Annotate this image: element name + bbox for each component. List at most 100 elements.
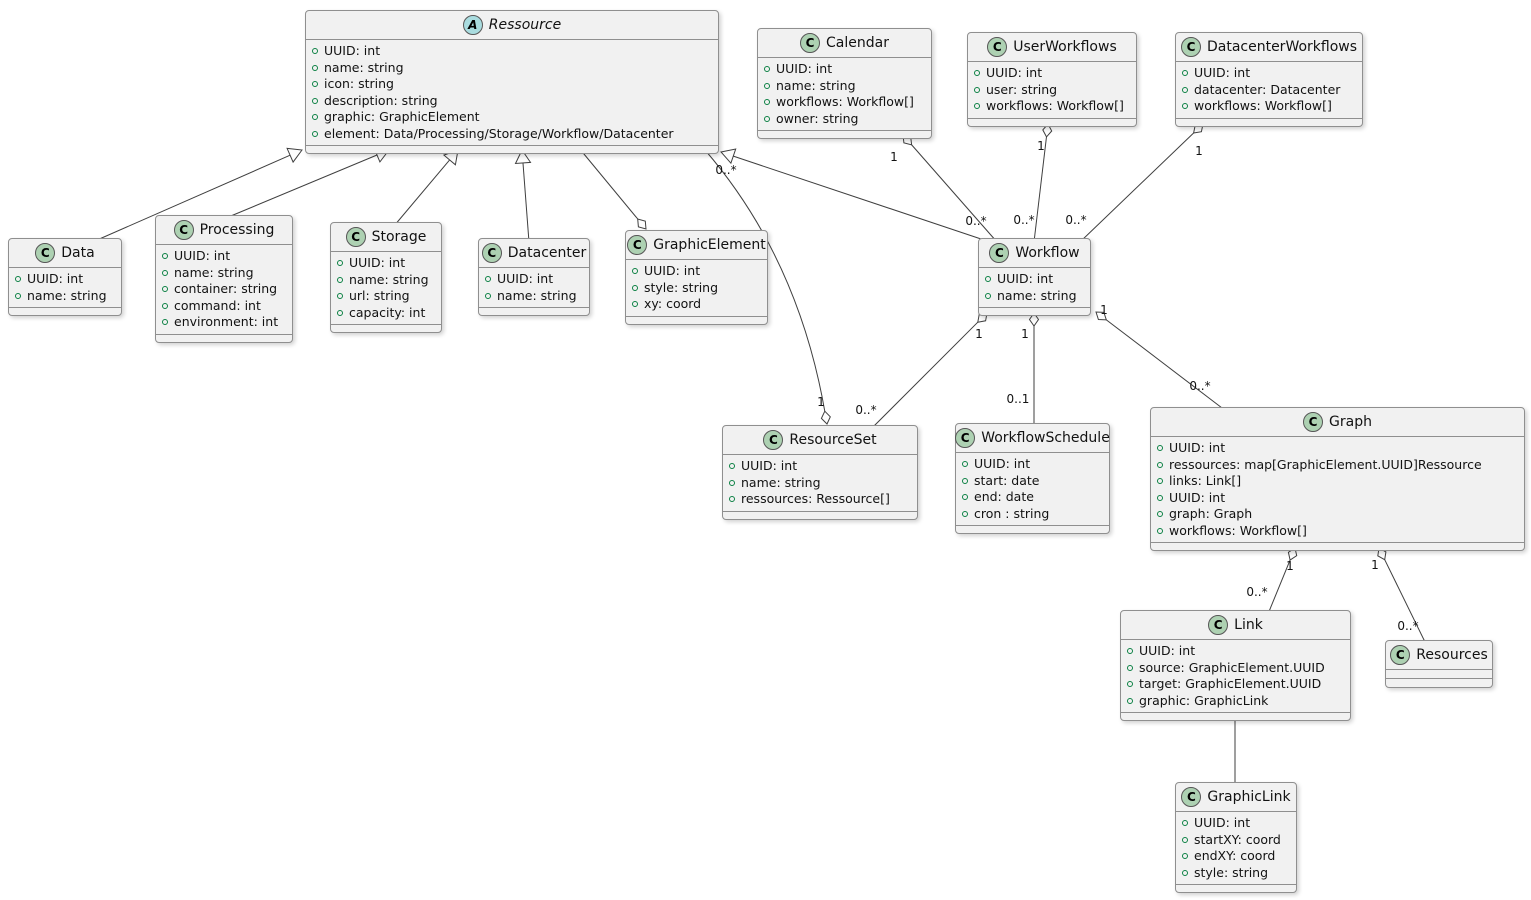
attribute-row: style: string xyxy=(1182,865,1288,882)
attribute-row: container: string xyxy=(162,281,284,298)
class-name: UserWorkflows xyxy=(1013,39,1117,55)
class-name: Ressource xyxy=(488,17,562,33)
class-icon: C xyxy=(987,37,1008,57)
empty-methods-compartment xyxy=(979,307,1090,315)
empty-methods-compartment xyxy=(626,315,767,324)
attribute-text: name: string xyxy=(324,59,404,75)
attribute-text: name: string xyxy=(997,287,1077,303)
empty-methods-compartment xyxy=(1176,117,1362,126)
attribute-row: name: string xyxy=(729,475,909,492)
attribute-text: start: date xyxy=(974,472,1040,488)
attribute-text: UUID: int xyxy=(1169,440,1226,455)
class-icon: C xyxy=(763,430,784,450)
attribute-text: UUID: int xyxy=(776,61,833,76)
empty-methods-compartment xyxy=(1151,542,1524,550)
attribute-row: UUID: int xyxy=(985,271,1082,288)
attribute-row: end: date xyxy=(962,489,1101,506)
attribute-row: target: GraphicElement.UUID xyxy=(1127,676,1342,693)
multiplicity-label: 1 xyxy=(1100,303,1108,317)
attribute-text: graphic: GraphicLink xyxy=(1139,692,1269,708)
field-visibility-icon xyxy=(162,302,168,309)
empty-methods-compartment xyxy=(723,510,917,519)
attribute-row: workflows: Workflow[] xyxy=(1157,523,1516,540)
class-title-resource-set: C ResourceSet xyxy=(723,426,917,455)
field-visibility-icon xyxy=(985,292,991,299)
attribute-row: UUID: int xyxy=(729,458,909,475)
class-icon: C xyxy=(1390,645,1411,665)
multiplicity-label: 1 xyxy=(1021,327,1029,341)
multiplicity-label: 0..1 xyxy=(1007,392,1030,406)
attribute-text: UUID: int xyxy=(497,271,554,286)
class-name: Data xyxy=(61,245,95,261)
class-icon: C xyxy=(35,243,56,263)
field-visibility-icon xyxy=(974,70,980,77)
attribute-row: capacity: int xyxy=(337,305,433,322)
field-visibility-icon xyxy=(1127,648,1133,655)
attribute-row: UUID: int xyxy=(1127,643,1342,660)
field-visibility-icon xyxy=(632,268,638,275)
class-name: Datacenter xyxy=(507,245,587,261)
class-icon: C xyxy=(627,235,648,255)
attribute-row: UUID: int xyxy=(1182,65,1354,82)
edge-storage-to-ressource xyxy=(393,149,459,227)
attribute-text: UUID: int xyxy=(644,263,701,278)
class-icon: C xyxy=(1181,787,1202,807)
field-visibility-icon xyxy=(962,510,968,517)
field-visibility-icon xyxy=(312,48,318,55)
multiplicity-label: 1 xyxy=(1037,139,1045,153)
attribute-row: datacenter: Datacenter xyxy=(1182,82,1354,99)
attribute-text: name: string xyxy=(497,287,577,303)
field-visibility-icon xyxy=(962,477,968,484)
attribute-text: description: string xyxy=(324,92,438,108)
attribute-row: UUID: int xyxy=(1157,490,1516,507)
attribute-text: graph: Graph xyxy=(1169,506,1253,521)
field-visibility-icon xyxy=(162,269,168,276)
attribute-row: command: int xyxy=(162,298,284,315)
attribute-text: name: string xyxy=(174,264,254,280)
class-title-data: C Data xyxy=(9,239,121,268)
field-visibility-icon xyxy=(1157,494,1163,501)
attribute-row: source: GraphicElement.UUID xyxy=(1127,660,1342,677)
multiplicity-label: 0..* xyxy=(1397,619,1418,633)
generalization-arrowhead xyxy=(514,149,532,165)
field-visibility-icon xyxy=(1157,527,1163,534)
field-visibility-icon xyxy=(162,319,168,326)
attribute-row: links: Link[] xyxy=(1157,473,1516,490)
edge-userworkflows-workflow: 10..* xyxy=(1013,123,1053,243)
attribute-row: graphic: GraphicElement xyxy=(312,109,710,126)
edge-line xyxy=(1079,132,1194,243)
attribute-text: url: string xyxy=(349,288,410,303)
field-visibility-icon xyxy=(337,293,343,300)
field-visibility-icon xyxy=(312,97,318,104)
attribute-row: UUID: int xyxy=(974,65,1128,82)
empty-methods-compartment xyxy=(758,130,931,138)
field-visibility-icon xyxy=(764,115,770,122)
multiplicity-label: 0..* xyxy=(855,403,876,417)
class-name: GraphicLink xyxy=(1207,789,1291,805)
attribute-row: name: string xyxy=(485,288,581,305)
attribute-row: name: string xyxy=(764,78,923,95)
attribute-text: cron : string xyxy=(974,505,1050,521)
class-icon: C xyxy=(1208,615,1229,635)
class-name: ResourceSet xyxy=(789,432,877,448)
attribute-text: endXY: coord xyxy=(1194,848,1276,863)
